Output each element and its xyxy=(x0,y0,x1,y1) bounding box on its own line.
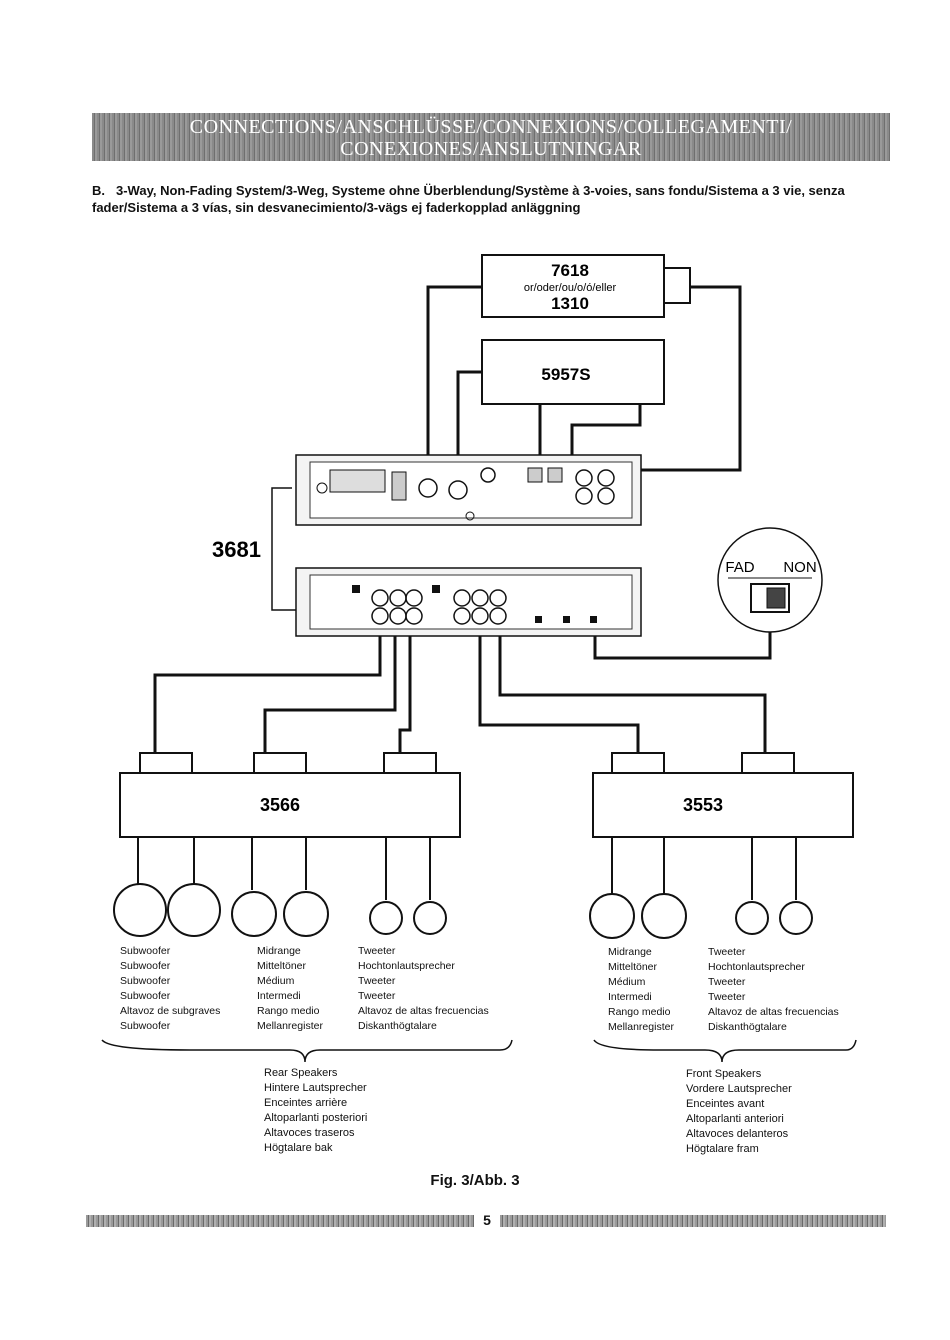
fad-label: FAD xyxy=(725,559,754,576)
fad-switch-slider xyxy=(766,587,786,609)
fad-switch-zoom xyxy=(717,527,823,633)
caption-line: Altavoces delanteros xyxy=(686,1128,789,1140)
front-midrange-labels: Midrange Mitteltöner Médium Intermedi Ra… xyxy=(608,945,674,1035)
label-item: Intermedi xyxy=(257,990,301,1002)
label-item: Tweeter xyxy=(358,945,396,957)
header-line-2: CONEXIONES/ANSLUTNINGAR xyxy=(340,138,642,160)
label-item: Tweeter xyxy=(708,976,746,988)
wire-7618-right xyxy=(600,285,742,472)
rear-midrange-speaker-1 xyxy=(231,891,277,937)
label-item: Subwoofer xyxy=(120,960,171,972)
amp-top-panel xyxy=(295,454,642,526)
header-line-1: CONNECTIONS/ANSCHLÜSSE/CONNEXIONS/COLLEG… xyxy=(189,116,793,138)
caption-line: Hintere Lautsprecher xyxy=(264,1082,367,1094)
subwoofer-speaker-2 xyxy=(167,883,221,937)
label-item: Diskanthögtalare xyxy=(358,1020,437,1032)
label-item: Hochtonlautsprecher xyxy=(708,961,805,973)
label-item: Rango medio xyxy=(257,1005,320,1017)
front-speakers-caption: Front Speakers Vordere Lautsprecher Ence… xyxy=(686,1067,792,1157)
box-1310-label: 1310 xyxy=(551,294,589,313)
amp-3681-label: 3681 xyxy=(212,537,261,562)
label-item: Midrange xyxy=(608,946,652,958)
footer-bar-right xyxy=(500,1215,886,1227)
label-item: Subwoofer xyxy=(120,990,171,1002)
box-7618-or: or/oder/ou/o/ó/eller xyxy=(524,282,617,294)
amp-3566-box xyxy=(119,772,461,838)
caption-line: Altavoces traseros xyxy=(264,1127,355,1139)
front-midrange-speaker-2 xyxy=(641,893,687,939)
wire-amp-3553-a xyxy=(478,610,640,755)
footer-bar-left xyxy=(86,1215,474,1227)
label-item: Tweeter xyxy=(358,975,396,987)
label-item: Mellanregister xyxy=(257,1020,323,1032)
amp-bottom-panel xyxy=(295,567,642,637)
amp-3566-label: 3566 xyxy=(260,795,300,815)
label-item: Altavoz de altas frecuencias xyxy=(708,1006,839,1018)
wire-fad-switch xyxy=(593,620,772,660)
label-item: Hochtonlautsprecher xyxy=(358,960,455,972)
box-5957s xyxy=(481,339,665,405)
page-number: 5 xyxy=(483,1212,491,1228)
figure-caption: Fig. 3/Abb. 3 xyxy=(430,1172,520,1189)
label-item: Mitteltöner xyxy=(608,961,658,973)
box-7618-label: 7618 xyxy=(551,261,589,280)
rear-tweeter-speaker-2 xyxy=(413,901,447,935)
rear-tweeter-labels: Tweeter Hochtonlautsprecher Tweeter Twee… xyxy=(358,944,489,1034)
subwoofer-speaker-1 xyxy=(113,883,167,937)
amp-3553-label: 3553 xyxy=(683,795,723,815)
front-brace xyxy=(593,1039,857,1063)
label-item: Altavoz de subgraves xyxy=(120,1005,221,1017)
label-item: Médium xyxy=(608,976,646,988)
front-midrange-speaker-1 xyxy=(589,893,635,939)
caption-line: Högtalare fram xyxy=(686,1143,759,1155)
label-item: Tweeter xyxy=(358,990,396,1002)
subtitle-label: B. xyxy=(92,183,105,198)
rear-speakers-caption: Rear Speakers Hintere Lautsprecher Encei… xyxy=(264,1066,367,1156)
label-item: Subwoofer xyxy=(120,1020,171,1032)
caption-line: Altoparlanti anteriori xyxy=(686,1113,784,1125)
label-item: Intermedi xyxy=(608,991,652,1003)
section-subtitle: B.3-Way, Non-Fading System/3-Weg, System… xyxy=(92,182,892,216)
rear-midrange-labels: Midrange Mitteltöner Médium Intermedi Ra… xyxy=(257,944,323,1034)
caption-line: Enceintes avant xyxy=(686,1098,765,1110)
caption-line: Altoparlanti posteriori xyxy=(264,1112,368,1124)
caption-line: Enceintes arrière xyxy=(264,1097,348,1109)
wire-7618-left xyxy=(426,285,482,488)
front-tweeter-speaker-2 xyxy=(779,901,813,935)
label-item: Mitteltöner xyxy=(257,960,307,972)
wire-amp-3566-c xyxy=(398,610,412,755)
front-tweeter-speaker-1 xyxy=(735,901,769,935)
label-item: Subwoofer xyxy=(120,945,171,957)
label-item: Altavoz de altas frecuencias xyxy=(358,1005,489,1017)
non-label: NON xyxy=(783,559,816,576)
label-item: Médium xyxy=(257,975,295,987)
wire-amp-3553-b xyxy=(498,610,767,755)
label-item: Mellanregister xyxy=(608,1021,674,1033)
rear-brace xyxy=(101,1039,513,1063)
caption-line: Rear Speakers xyxy=(264,1067,338,1079)
caption-line: Högtalare bak xyxy=(264,1142,333,1154)
label-item: Subwoofer xyxy=(120,975,171,987)
box-7618 xyxy=(481,254,665,318)
label-item: Tweeter xyxy=(708,991,746,1003)
rear-tweeter-speaker-1 xyxy=(369,901,403,935)
box-7618-connector xyxy=(663,267,691,304)
caption-line: Front Speakers xyxy=(686,1068,762,1080)
label-item: Midrange xyxy=(257,945,301,957)
box-5957s-label: 5957S xyxy=(541,365,590,384)
rear-midrange-speaker-2 xyxy=(283,891,329,937)
label-item: Diskanthögtalare xyxy=(708,1021,787,1033)
wire-amp-3566-a xyxy=(153,610,382,755)
label-item: Rango medio xyxy=(608,1006,671,1018)
amp-3553-box xyxy=(592,772,854,838)
subwoofer-labels: Subwoofer Subwoofer Subwoofer Subwoofer … xyxy=(120,944,220,1034)
wire-5957s-left xyxy=(456,370,482,488)
front-tweeter-labels: Tweeter Hochtonlautsprecher Tweeter Twee… xyxy=(708,945,839,1035)
section-header: CONNECTIONS/ANSCHLÜSSE/CONNEXIONS/COLLEG… xyxy=(92,113,890,161)
label-item: Tweeter xyxy=(708,946,746,958)
subtitle-text: 3-Way, Non-Fading System/3-Weg, Systeme … xyxy=(92,183,845,215)
caption-line: Vordere Lautsprecher xyxy=(686,1083,792,1095)
wire-amp-3566-b xyxy=(263,610,397,755)
